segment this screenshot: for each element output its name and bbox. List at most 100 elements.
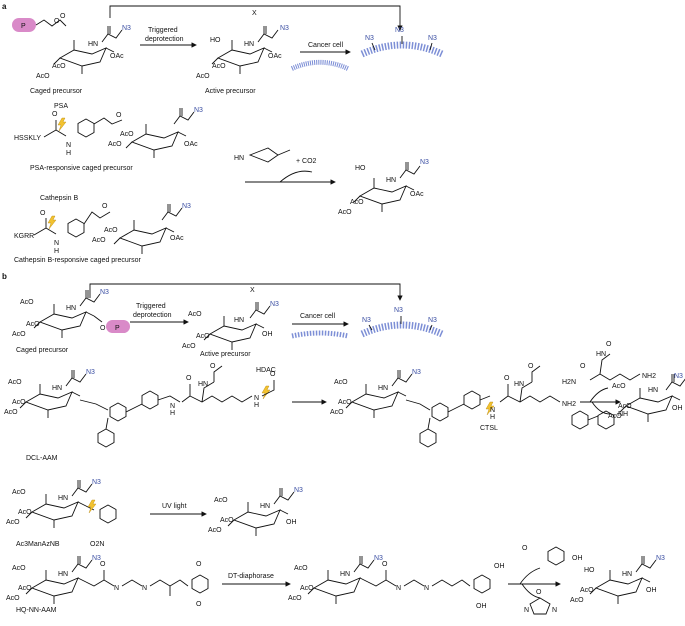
active-precursor-label-a: Active precursor bbox=[205, 88, 256, 95]
svg-text:O: O bbox=[196, 601, 202, 608]
svg-text:OH: OH bbox=[286, 519, 297, 526]
svg-text:AcO: AcO bbox=[338, 399, 352, 406]
svg-text:O: O bbox=[100, 325, 106, 332]
svg-text:NH: NH bbox=[618, 411, 628, 418]
svg-text:N3: N3 bbox=[394, 307, 403, 314]
svg-text:O: O bbox=[60, 13, 66, 20]
svg-text:N3: N3 bbox=[412, 369, 421, 376]
svg-text:N: N bbox=[54, 240, 59, 247]
svg-text:AcO: AcO bbox=[18, 509, 32, 516]
svg-text:AcO: AcO bbox=[36, 73, 50, 80]
svg-text:AcO: AcO bbox=[188, 311, 202, 318]
svg-text:O: O bbox=[382, 561, 388, 568]
svg-text:HN: HN bbox=[198, 381, 208, 388]
blocked-mark-b: X bbox=[250, 287, 255, 294]
arrow-cancer-cell-b: Cancer cell bbox=[291, 313, 349, 339]
svg-text:H: H bbox=[54, 248, 59, 255]
svg-text:HN: HN bbox=[58, 571, 68, 578]
converging-arrow-a: HN + CO2 bbox=[234, 147, 336, 185]
svg-text:AcO: AcO bbox=[212, 63, 226, 70]
arrow-dt: DT-diaphorase bbox=[222, 573, 291, 587]
svg-text:AcO: AcO bbox=[208, 527, 222, 534]
svg-text:OH: OH bbox=[672, 405, 683, 412]
svg-text:HN: HN bbox=[622, 571, 632, 578]
svg-text:Cancer cell: Cancer cell bbox=[308, 42, 343, 49]
svg-text:P: P bbox=[115, 325, 120, 332]
hq-label: HQ-NN-AAM bbox=[16, 607, 57, 614]
svg-text:AcO: AcO bbox=[120, 131, 134, 138]
svg-text:AcO: AcO bbox=[196, 73, 210, 80]
svg-text:O: O bbox=[522, 545, 528, 552]
product-a: HO HN N3 AcO AcO OAc bbox=[338, 159, 429, 216]
ctsl-label: CTSL bbox=[480, 425, 498, 432]
svg-text:OH: OH bbox=[646, 587, 657, 594]
svg-text:O: O bbox=[52, 111, 58, 118]
svg-text:O: O bbox=[606, 341, 612, 348]
dt-label: DT-diaphorase bbox=[228, 573, 274, 580]
cathepsin-label: Cathepsin B-responsive caged precursor bbox=[14, 257, 142, 264]
svg-text:N3: N3 bbox=[122, 25, 131, 32]
svg-text:HN: HN bbox=[596, 351, 606, 358]
svg-text:O: O bbox=[102, 203, 108, 210]
svg-text:N3: N3 bbox=[428, 35, 437, 42]
product-b-dcl: HN N3 AcO AcO AcO OH bbox=[608, 373, 685, 423]
svg-text:P: P bbox=[21, 23, 26, 30]
panel-b-label: b bbox=[2, 272, 7, 281]
svg-text:AcO: AcO bbox=[182, 343, 196, 350]
svg-text:AcO: AcO bbox=[12, 399, 26, 406]
svg-text:HN: HN bbox=[378, 385, 388, 392]
svg-text:AcO: AcO bbox=[294, 565, 308, 572]
svg-text:HN: HN bbox=[52, 385, 62, 392]
arrow-deprotection-a: Triggered deprotection bbox=[140, 27, 197, 48]
panel-a-label: a bbox=[2, 2, 7, 11]
svg-text:OH: OH bbox=[476, 603, 487, 610]
svg-text:AcO: AcO bbox=[618, 403, 632, 410]
svg-text:deprotection: deprotection bbox=[145, 36, 184, 43]
svg-text:O: O bbox=[40, 210, 46, 217]
svg-text:N3: N3 bbox=[362, 317, 371, 324]
svg-text:AcO: AcO bbox=[338, 209, 352, 216]
svg-text:N3: N3 bbox=[374, 555, 383, 562]
svg-text:AcO: AcO bbox=[4, 409, 18, 416]
svg-text:AcO: AcO bbox=[214, 497, 228, 504]
blocked-pathway-a: X bbox=[109, 5, 403, 31]
p-badge-a bbox=[12, 18, 36, 32]
svg-text:OH: OH bbox=[494, 563, 505, 570]
svg-text:HN: HN bbox=[234, 317, 244, 324]
svg-text:O: O bbox=[196, 561, 202, 568]
svg-text:AcO: AcO bbox=[608, 413, 622, 420]
svg-text:H: H bbox=[170, 410, 175, 417]
svg-text:N3: N3 bbox=[100, 289, 109, 296]
svg-text:OAc: OAc bbox=[410, 191, 424, 198]
product-b-uv: HN N3 AcO AcO AcO OH bbox=[208, 487, 303, 537]
svg-text:HN: HN bbox=[648, 387, 658, 394]
cell-surface-a: N3 N3 N3 bbox=[362, 27, 442, 54]
dcl-aam: HN N3 AcO AcO AcO N H O HN O N H O HDAC … bbox=[4, 363, 276, 462]
dcl-aam-label: DCL-AAM bbox=[26, 455, 58, 462]
caged-precursor-label-b: Caged precursor bbox=[16, 347, 69, 354]
svg-text:AcO: AcO bbox=[12, 565, 26, 572]
svg-text:N3: N3 bbox=[270, 301, 279, 308]
svg-text:N: N bbox=[552, 607, 557, 614]
cathepsin-caged-precursor: Cathepsin B KGRR O N H O N3 AcO AcO OAc … bbox=[14, 195, 191, 264]
svg-text:AcO: AcO bbox=[6, 595, 20, 602]
svg-text:N: N bbox=[142, 585, 147, 592]
svg-text:N: N bbox=[114, 585, 119, 592]
svg-text:deprotection: deprotection bbox=[133, 312, 172, 319]
svg-text:O2N: O2N bbox=[90, 541, 104, 548]
svg-text:O: O bbox=[54, 18, 60, 25]
svg-text:AcO: AcO bbox=[330, 409, 344, 416]
svg-text:AcO: AcO bbox=[334, 379, 348, 386]
svg-text:HN: HN bbox=[234, 155, 244, 162]
arrow-ctsl: H2N NH2 O HN O NH bbox=[562, 341, 656, 430]
svg-text:O: O bbox=[210, 363, 216, 370]
svg-text:Cathepsin B: Cathepsin B bbox=[40, 195, 78, 202]
svg-text:O: O bbox=[116, 112, 122, 119]
svg-text:O: O bbox=[270, 371, 276, 378]
svg-text:AcO: AcO bbox=[300, 585, 314, 592]
svg-text:HSSKLY: HSSKLY bbox=[14, 135, 41, 142]
svg-text:AcO: AcO bbox=[12, 331, 26, 338]
svg-text:N3: N3 bbox=[420, 159, 429, 166]
svg-text:HN: HN bbox=[260, 503, 270, 510]
svg-text:OH: OH bbox=[572, 555, 583, 562]
